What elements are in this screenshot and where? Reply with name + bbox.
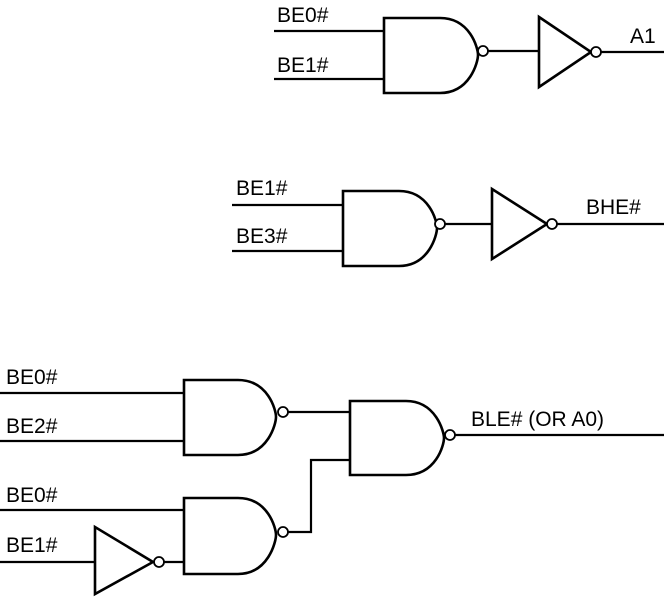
circuit-ble: BE0# BE2# BE0# BE1# BLE# (OR A0) — [0, 366, 664, 597]
nand-gate-final — [348, 399, 446, 477]
nand-gate-3-bubble — [277, 406, 289, 418]
label-be1-input-4: BE1# — [6, 534, 58, 557]
label-be2-input-3: BE2# — [6, 415, 58, 438]
label-be0-input-1: BE0# — [277, 4, 329, 27]
label-be0-input-3: BE0# — [6, 366, 58, 389]
label-ble-output: BLE# (OR A0) — [471, 408, 604, 431]
nand-gate-final-bubble — [444, 429, 456, 441]
inverter-gate-3 — [93, 524, 156, 597]
nand-gate-4-bubble — [277, 526, 289, 538]
inverter-gate-3-bubble — [153, 556, 165, 568]
nand-gate-2 — [341, 189, 439, 268]
label-be3-input-2: BE3# — [236, 225, 288, 248]
nand-gate-3 — [182, 378, 278, 457]
inverter-gate-1 — [537, 14, 594, 90]
circuit-a1: BE0# BE1# A1 — [274, 4, 664, 95]
circuit-bhe: BE1# BE3# BHE# — [232, 177, 664, 268]
wire-nand4-to-final — [288, 458, 350, 534]
inverter-gate-2 — [490, 186, 550, 262]
label-bhe-output: BHE# — [586, 196, 641, 219]
label-a1-output: A1 — [630, 25, 656, 48]
nand-gate-1-bubble — [477, 45, 489, 57]
label-be1-input-1: BE1# — [277, 54, 329, 77]
nand-gate-1 — [382, 16, 480, 95]
nand-gate-2-bubble — [434, 218, 446, 230]
inverter-gate-1-bubble — [590, 46, 602, 58]
label-be0-input-4: BE0# — [6, 484, 58, 507]
label-be1-input-2: BE1# — [236, 177, 288, 200]
nand-gate-4 — [182, 496, 278, 576]
inverter-gate-2-bubble — [546, 218, 558, 230]
